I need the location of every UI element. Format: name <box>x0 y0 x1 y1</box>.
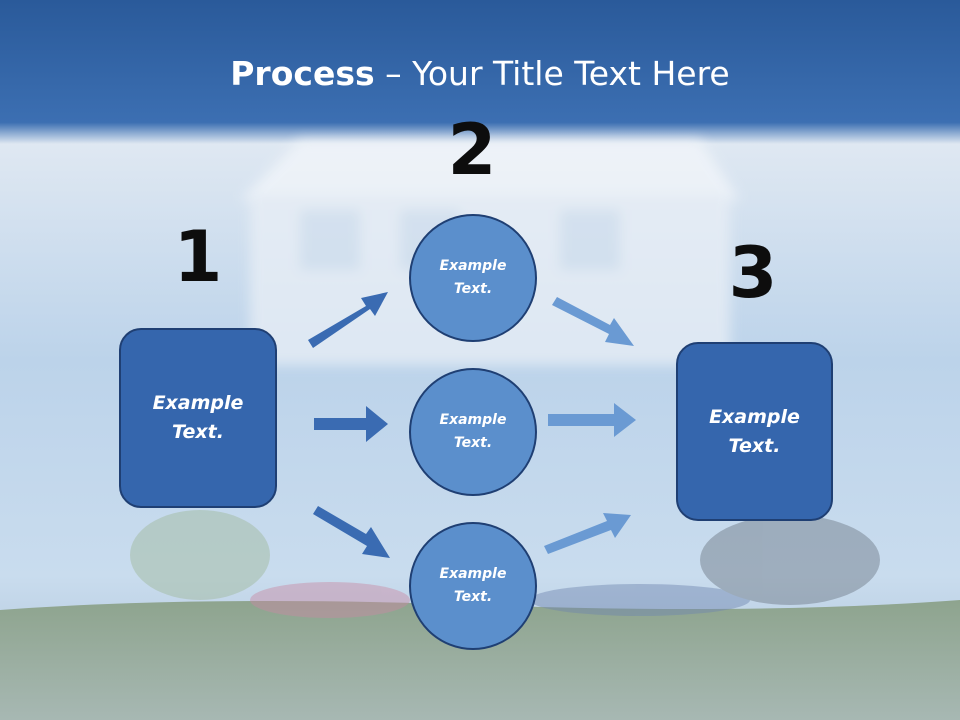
circle-bottom: Example Text. <box>409 522 537 650</box>
right-box-text: Example Text. <box>709 405 800 457</box>
arrow-down-right-right <box>552 297 634 346</box>
right-box: Example Text. <box>676 342 833 521</box>
step-number-3: 3 <box>728 232 778 314</box>
arrow-right-left <box>314 406 388 442</box>
arrow-up-right-right <box>544 513 631 554</box>
arrow-right-right <box>548 403 636 437</box>
left-box: Example Text. <box>119 328 277 508</box>
title-bold: Process <box>230 54 375 93</box>
slide-title: Process – Your Title Text Here <box>0 52 960 96</box>
step-number-1: 1 <box>173 216 223 298</box>
circle-top-text: Example Text. <box>439 258 507 297</box>
arrow-down-right-left <box>313 506 390 558</box>
circle-middle-text: Example Text. <box>439 412 507 451</box>
people-silhouettes <box>130 510 880 618</box>
title-rest: – Your Title Text Here <box>374 54 730 93</box>
left-box-text: Example Text. <box>152 392 244 443</box>
circle-middle: Example Text. <box>409 368 537 496</box>
step-number-2: 2 <box>447 109 497 191</box>
circle-top: Example Text. <box>409 214 537 342</box>
arrow-up-right-left <box>308 292 388 348</box>
circle-bottom-text: Example Text. <box>439 566 507 605</box>
